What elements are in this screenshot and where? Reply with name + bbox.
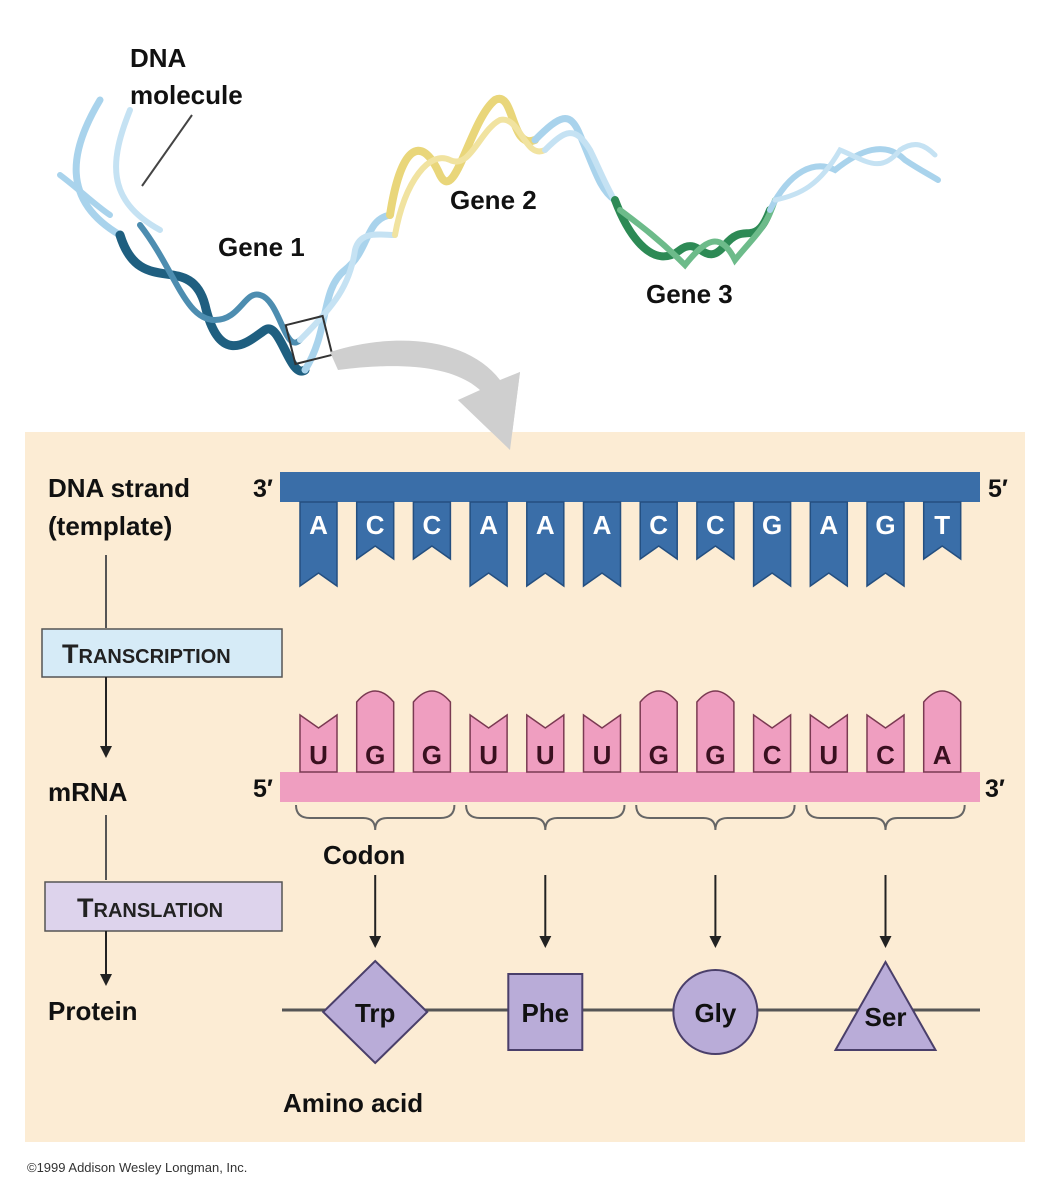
copyright-text: ©1999 Addison Wesley Longman, Inc. bbox=[27, 1160, 247, 1175]
mrna-base: U bbox=[526, 713, 565, 773]
mrna-base: U bbox=[809, 713, 849, 773]
amino-acid-name: Phe bbox=[521, 998, 569, 1028]
mrna-base-letter: G bbox=[422, 740, 442, 770]
mrna-base: U bbox=[582, 713, 622, 773]
dna-base: G bbox=[752, 501, 792, 588]
translation-box bbox=[44, 881, 283, 932]
mrna-base-letter: G bbox=[705, 740, 725, 770]
mrna-base: U bbox=[299, 713, 338, 773]
zoom-arrow bbox=[330, 340, 520, 450]
mrna-base: G bbox=[639, 690, 678, 773]
transcription-label: TRANSCRIPTION bbox=[62, 639, 231, 669]
dna-base: A bbox=[299, 501, 338, 588]
mrna-3prime-end: 3′ bbox=[985, 775, 1005, 803]
dna-base-letter: G bbox=[762, 510, 782, 540]
dna-base-letter: T bbox=[934, 510, 950, 540]
translation-label: TRANSLATION bbox=[77, 893, 223, 923]
dna-base-letter: C bbox=[706, 510, 725, 540]
dna-molecule-pointer bbox=[141, 114, 193, 187]
codon-brace bbox=[805, 804, 966, 831]
mrna-base: G bbox=[696, 690, 735, 773]
dna-base: A bbox=[809, 501, 849, 588]
gene-2-label: Gene 2 bbox=[450, 185, 537, 215]
amino-acid-ser: Ser bbox=[833, 959, 938, 1051]
dna-base-letter: C bbox=[366, 510, 385, 540]
codon-brace bbox=[635, 804, 796, 831]
amino-acid-name: Trp bbox=[355, 998, 395, 1028]
dna-base: T bbox=[922, 501, 962, 561]
gene-1-label: Gene 1 bbox=[218, 232, 305, 262]
amino-acid-phe: Phe bbox=[507, 973, 584, 1051]
gene-3-label: Gene 3 bbox=[646, 279, 733, 309]
dna-molecule-label-line2: molecule bbox=[130, 80, 243, 110]
triangle-shape bbox=[833, 959, 938, 1051]
mrna-base-letter: U bbox=[819, 740, 838, 770]
amino-acid-gly: Gly bbox=[672, 969, 759, 1055]
dna-base-letter: G bbox=[875, 510, 895, 540]
dna-base: A bbox=[582, 501, 622, 588]
dna-template-strand bbox=[280, 472, 980, 502]
mrna-5prime-end: 5′ bbox=[253, 775, 273, 803]
mrna-label: mRNA bbox=[48, 777, 128, 807]
dna-base-letter: A bbox=[593, 510, 612, 540]
mrna-base-letter: U bbox=[309, 740, 328, 770]
mrna-base-letter: G bbox=[365, 740, 385, 770]
mrna-base-letter: C bbox=[876, 740, 895, 770]
dna-molecule-label-line1: DNA bbox=[130, 43, 187, 73]
mrna-base: G bbox=[412, 690, 452, 773]
dna-base-letter: A bbox=[479, 510, 498, 540]
mrna-base-letter: U bbox=[593, 740, 612, 770]
dna-strand-label-line1: DNA strand bbox=[48, 473, 190, 503]
dna-molecule-helix bbox=[57, 94, 941, 376]
mrna-base: U bbox=[469, 713, 508, 773]
dna-strand-label-line2: (template) bbox=[48, 511, 172, 541]
dna-base: C bbox=[412, 501, 452, 561]
amino-acid-trp: Trp bbox=[321, 959, 429, 1065]
mrna-base: C bbox=[752, 713, 792, 773]
dna-base-letter: A bbox=[536, 510, 555, 540]
mrna-strand bbox=[280, 772, 980, 802]
dna-base: C bbox=[639, 501, 678, 561]
dna-base-letter: A bbox=[819, 510, 838, 540]
dna-base-letter: C bbox=[649, 510, 668, 540]
codon-brace bbox=[465, 804, 626, 831]
zoom-arrow-tip bbox=[458, 372, 520, 450]
dna-base: G bbox=[866, 501, 905, 588]
amino-acid-label: Amino acid bbox=[283, 1088, 423, 1118]
diamond-shape bbox=[321, 959, 429, 1065]
amino-acid-name: Ser bbox=[865, 1002, 907, 1032]
mrna-base-letter: U bbox=[536, 740, 555, 770]
mrna-base: A bbox=[922, 690, 962, 773]
mrna-base-letter: A bbox=[933, 740, 952, 770]
square-shape bbox=[507, 973, 584, 1051]
zoom-region-box bbox=[284, 314, 334, 366]
mrna-base: C bbox=[866, 713, 905, 773]
dna-5prime-end: 5′ bbox=[988, 475, 1008, 503]
dna-base: A bbox=[469, 501, 508, 588]
dna-base: C bbox=[355, 501, 395, 561]
dna-base: C bbox=[696, 501, 735, 561]
codon-brace bbox=[295, 804, 456, 831]
mrna-base: G bbox=[355, 690, 395, 773]
amino-acid-name: Gly bbox=[694, 998, 736, 1028]
dna-base-letter: A bbox=[309, 510, 328, 540]
mrna-base-letter: G bbox=[649, 740, 669, 770]
amino-acids: Trp Phe Gly Ser bbox=[321, 959, 938, 1065]
dna-3prime-end: 3′ bbox=[253, 475, 273, 503]
codon-label: Codon bbox=[323, 840, 405, 870]
codon-braces bbox=[295, 804, 966, 948]
mrna-base-letter: C bbox=[763, 740, 782, 770]
circle-shape bbox=[672, 969, 759, 1055]
dna-base: A bbox=[526, 501, 565, 588]
transcription-box bbox=[41, 628, 283, 678]
protein-label: Protein bbox=[48, 996, 138, 1026]
mrna-base-letter: U bbox=[479, 740, 498, 770]
dna-base-letter: C bbox=[423, 510, 442, 540]
